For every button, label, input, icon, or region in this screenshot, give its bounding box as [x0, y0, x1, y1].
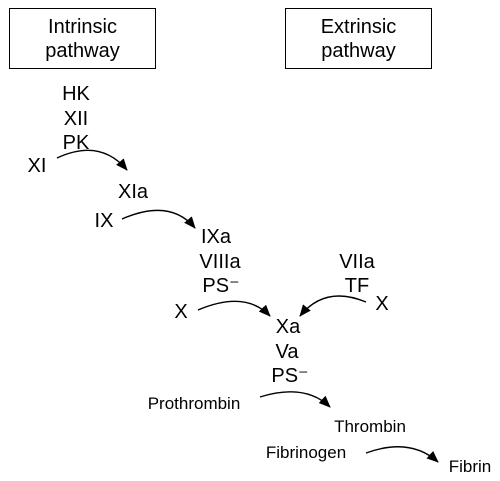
prothrombin-label: Prothrombin	[147, 394, 241, 413]
factor-xa: Xa	[275, 316, 301, 338]
arrow-ix-to-ixa	[121, 209, 196, 229]
factor-x-right: X	[375, 293, 389, 315]
factor-x-left: X	[174, 301, 188, 323]
factor-ix: IX	[94, 210, 114, 232]
fibrinogen-label: Fibrinogen	[265, 443, 347, 462]
arrow-x-right-to-xa	[299, 295, 367, 317]
intrinsic-pathway-box: Intrinsic pathway	[9, 8, 156, 69]
factor-xia: XIa	[117, 181, 149, 203]
factor-pk: PK	[62, 132, 90, 154]
factor-viiia: VIIIa	[199, 251, 241, 273]
factor-viia: VIIa	[339, 251, 375, 273]
intrinsic-pathway-label: Intrinsic pathway	[45, 15, 120, 62]
fibrin-label: Fibrin	[448, 457, 492, 476]
thrombin-label: Thrombin	[334, 417, 406, 436]
arrow-x-left-to-xa	[197, 300, 271, 317]
arrow-fibrinogen-to-fibrin	[365, 446, 439, 463]
extrinsic-pathway-label: Extrinsic pathway	[320, 15, 397, 62]
factor-xi: XI	[27, 155, 47, 177]
factor-xii: XII	[63, 108, 89, 130]
factor-hk: HK	[62, 83, 90, 105]
phospholipid-ps-2: PS⁻	[271, 365, 309, 387]
extrinsic-pathway-box: Extrinsic pathway	[285, 8, 432, 69]
arrow-prothrombin-to-thrombin	[259, 391, 331, 408]
factor-ixa: IXa	[200, 226, 232, 248]
factor-va: Va	[275, 341, 299, 363]
phospholipid-ps-1: PS⁻	[202, 275, 240, 297]
arrow-xi-to-xia	[56, 149, 128, 171]
tissue-factor-tf: TF	[344, 275, 370, 297]
